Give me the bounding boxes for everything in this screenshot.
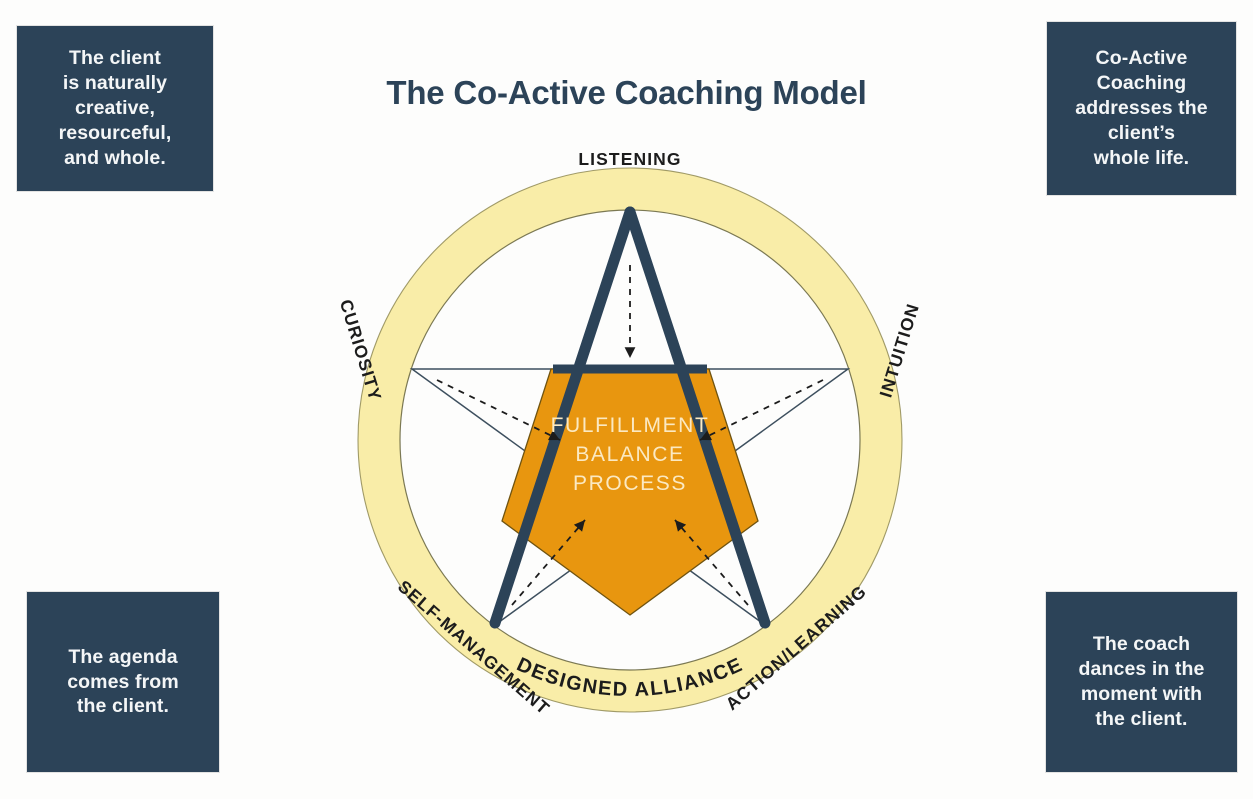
core-label-balance: BALANCE — [575, 443, 684, 466]
star-thick-legs — [489, 206, 771, 629]
core-label-group: FULFILLMENT BALANCE PROCESS — [551, 414, 710, 495]
ring-label-listening: LISTENING — [578, 149, 681, 169]
core-label-process: PROCESS — [573, 472, 687, 495]
quote-box-bottom-left: The agenda comes from the client. — [27, 592, 219, 772]
quote-box-top-left: The client is naturally creative, resour… — [17, 26, 213, 191]
page-title: The Co-Active Coaching Model — [386, 74, 867, 111]
quote-box-top-right: Co-Active Coaching addresses the client’… — [1047, 22, 1236, 195]
quote-box-bottom-right: The coach dances in the moment with the … — [1046, 592, 1237, 772]
inward-arrows — [436, 265, 824, 606]
core-label-fulfillment: FULFILLMENT — [551, 414, 710, 437]
